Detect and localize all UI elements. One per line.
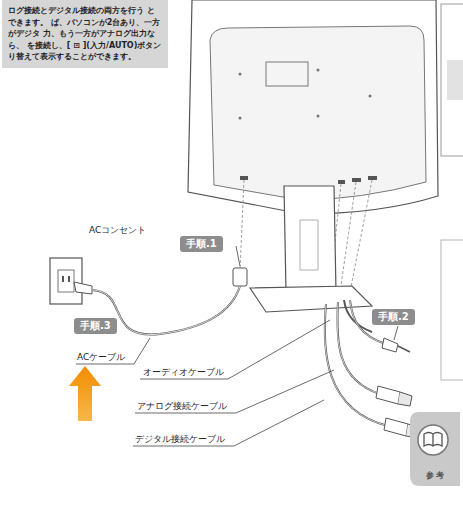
book-symbol (424, 433, 442, 447)
stand-neck (284, 186, 336, 292)
digital-connector (384, 418, 408, 436)
screw-holes (239, 69, 372, 120)
audio-plug (382, 338, 398, 352)
monitor-hump (210, 26, 426, 200)
step-badge: 手順.3 (74, 318, 117, 334)
ports (240, 176, 377, 184)
vesa-plate (266, 62, 308, 86)
ac-plug (233, 268, 247, 286)
note-box: ログ接続とデジタル接続の両方を行う とできます。 ば、パソコンが2台あり、一方が… (2, 0, 168, 68)
orange-arrow (69, 366, 101, 421)
reference-bubble (410, 412, 460, 486)
reference-circle (418, 425, 448, 455)
cable-label: アナログ接続ケーブル (136, 401, 228, 412)
analog-connector (376, 386, 400, 404)
step-badge: 手順.1 (180, 236, 223, 252)
cable-label: ACケーブル (76, 352, 126, 363)
outlet-plug (74, 282, 92, 294)
reference-text: 参 考 (410, 470, 460, 481)
note-text: ログ接続とデジタル接続の両方を行う とできます。 ば、パソコンが2台あり、一方が… (8, 5, 162, 63)
leader-lines (76, 246, 398, 446)
port-guides (240, 180, 372, 292)
cable-label: ACコンセント (88, 225, 147, 236)
side-panel (441, 240, 463, 380)
audio-tip (398, 346, 410, 352)
side-panel (441, 4, 463, 156)
step-badge: 手順.2 (372, 309, 415, 325)
monitor-back (188, 0, 438, 214)
side-panel-mark (447, 60, 463, 100)
reference-icon: 参 考 (410, 412, 460, 492)
analog-pins (398, 392, 412, 406)
step-label: 手順.3 (80, 320, 111, 332)
ac-outlet (50, 258, 82, 304)
stand-base (250, 286, 372, 312)
step-label: 手順.1 (186, 238, 217, 250)
cable-label: オーディオケーブル (142, 367, 225, 378)
cable-label: デジタル接続ケーブル (134, 434, 226, 445)
outlet-face (58, 270, 74, 292)
cable-clamp (300, 220, 318, 270)
step-label: 手順.2 (378, 311, 409, 323)
